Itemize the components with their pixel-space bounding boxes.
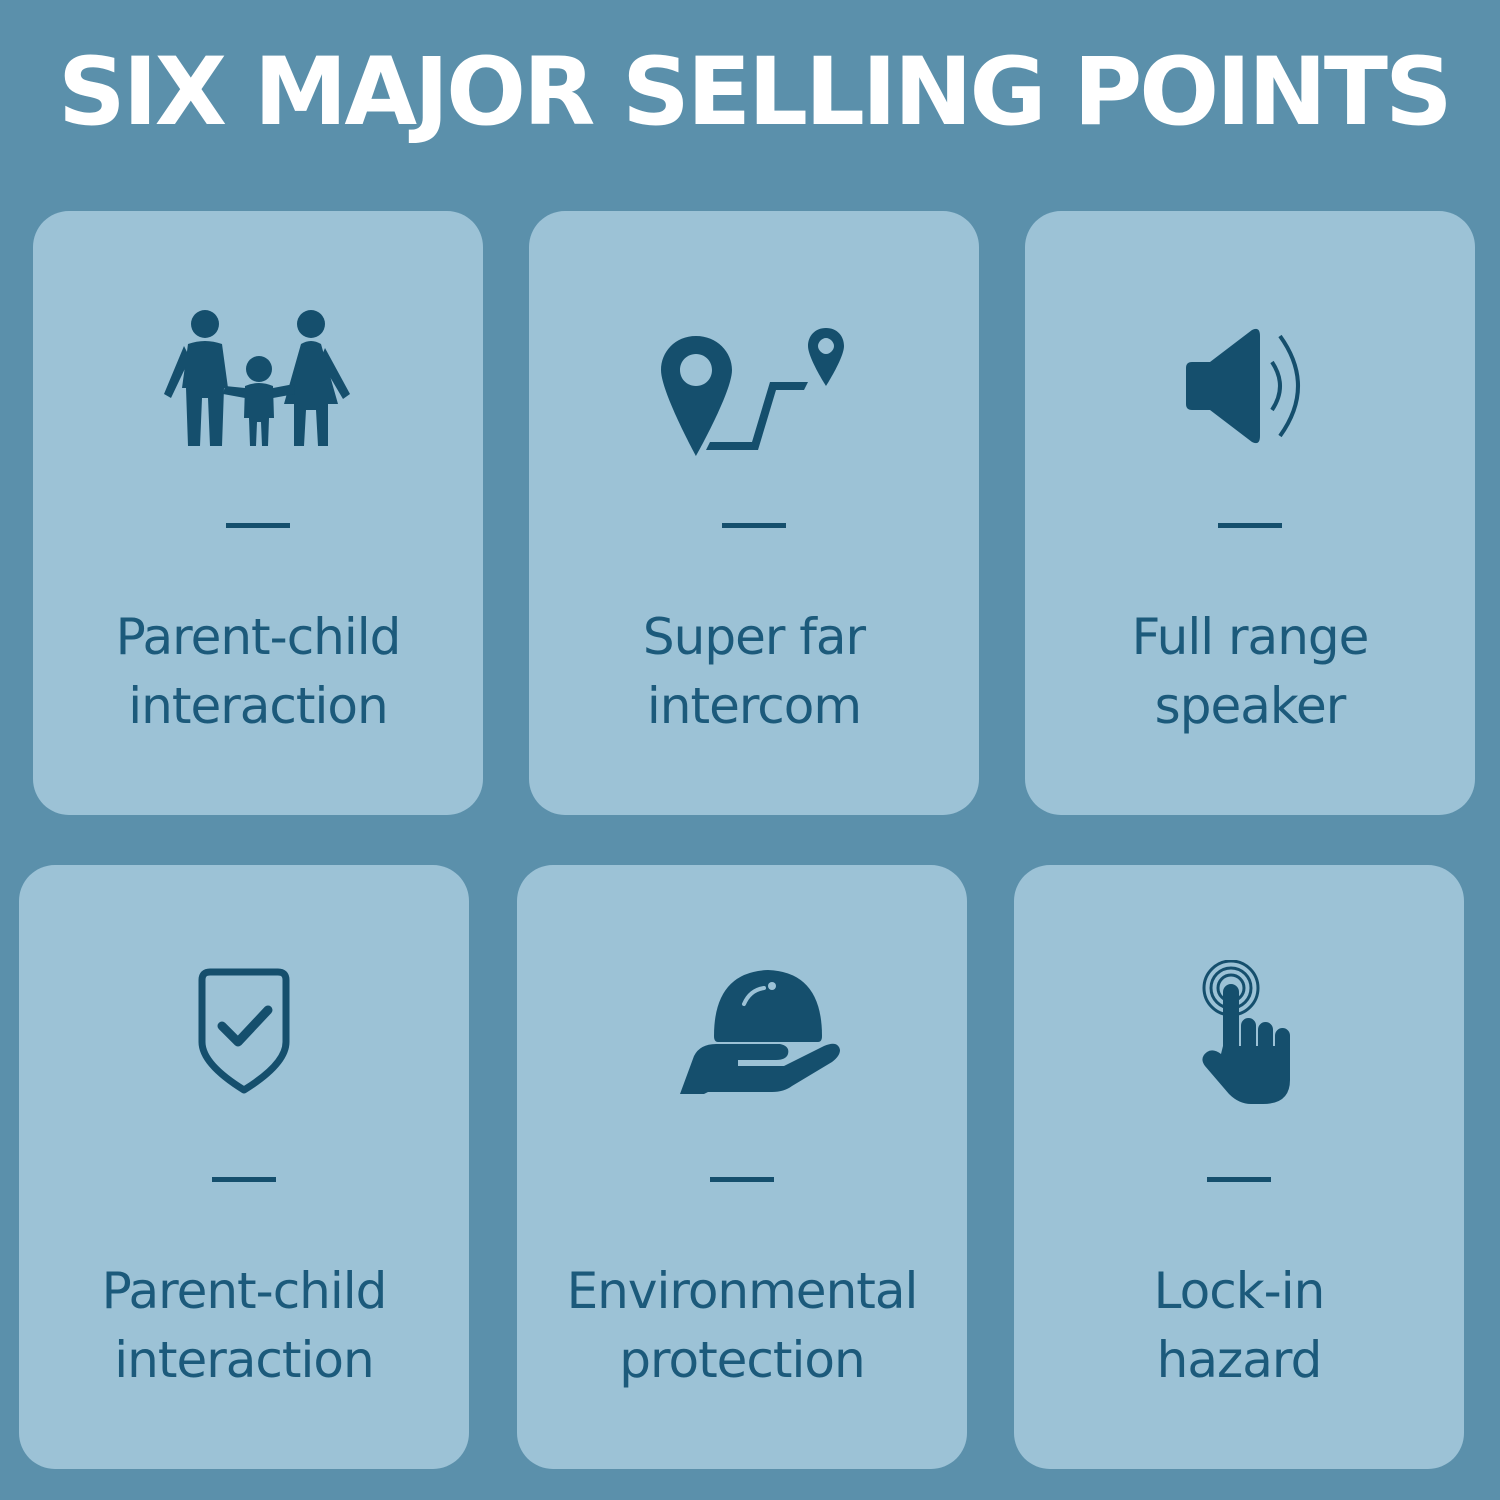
feature-card-lock-in-hazard: Lock-in hazard [1014,865,1464,1469]
speaker-icon [1150,306,1350,466]
feature-card-environmental-protection: Environmental protection [517,865,967,1469]
divider [212,1177,276,1182]
feature-card-parent-child-interaction-2: Parent-child interaction [19,865,469,1469]
divider [710,1177,774,1182]
feature-label: Full range speaker [1131,608,1370,735]
family-icon [158,306,358,466]
divider [1207,1177,1271,1182]
feature-card-full-range-speaker: Full range speaker [1025,211,1475,815]
feature-label: Super far intercom [642,608,866,735]
divider [1218,523,1282,528]
feature-label: Parent-child interaction [115,608,402,735]
feature-label: Lock-in hazard [1153,1262,1326,1389]
feature-card-parent-child-interaction: Parent-child interaction [33,211,483,815]
feature-label: Environmental protection [566,1262,919,1389]
touch-finger-icon [1139,960,1339,1120]
feature-card-super-far-intercom: Super far intercom [529,211,979,815]
hand-globe-icon [642,960,842,1120]
divider [722,523,786,528]
divider [226,523,290,528]
feature-label: Parent-child interaction [101,1262,388,1389]
shield-check-icon [144,960,344,1120]
location-route-icon [654,306,854,466]
page-title: SIX MAJOR SELLING POINTS [58,38,1453,147]
